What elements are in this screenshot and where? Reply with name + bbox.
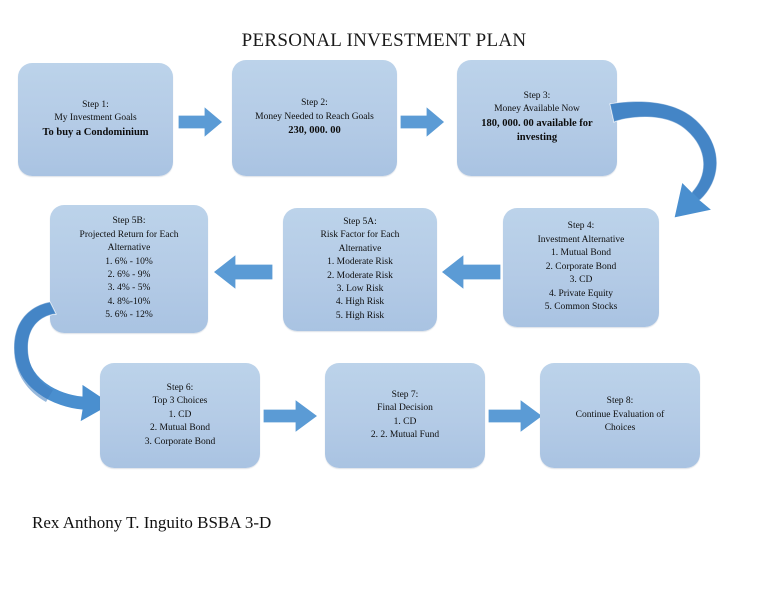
step-6-item-2: 2. Mutual Bond <box>150 423 210 434</box>
step-5a-item-1: 1. Moderate Risk <box>327 257 393 268</box>
step-5a-subheading-line-1: Risk Factor for Each <box>320 230 400 241</box>
step-5a-heading: Step 5A: <box>343 216 377 227</box>
flow-node-step-4[interactable]: Step 4: Investment Alternative 1. Mutual… <box>503 208 659 327</box>
step-5b-item-2: 2. 6% - 9% <box>107 270 151 280</box>
curved-arrow-down-icon-step3-to-step4 <box>608 96 748 221</box>
step-7-item-1: 1. CD <box>393 416 417 427</box>
step-8-heading: Step 8: <box>606 396 634 407</box>
left-arrow-icon-step5a-to-step5b <box>212 252 274 292</box>
curved-arrow-right-icon-step5b-to-step6 <box>8 300 133 425</box>
step-6-subheading: Top 3 Choices <box>152 396 208 407</box>
step-8-subheading-line-2: Choices <box>604 423 636 434</box>
flow-node-step-5a[interactable]: Step 5A: Risk Factor for Each Alternativ… <box>283 208 437 331</box>
step-4-item-2: 2. Corporate Bond <box>545 261 617 272</box>
right-arrow-icon-step7-to-step8 <box>487 397 545 435</box>
page-title: PERSONAL INVESTMENT PLAN <box>241 30 527 51</box>
step-5a-subheading-line-2: Alternative <box>338 243 382 254</box>
step-5b-item-1: 1. 6% - 10% <box>105 256 153 267</box>
right-arrow-icon-step6-to-step7 <box>262 397 320 435</box>
author-footer: Rex Anthony T. Inguito BSBA 3-D <box>32 513 272 532</box>
flow-node-step-1[interactable]: Step 1: My Investment Goals To buy a Con… <box>18 63 173 176</box>
step-5b-subheading-line-1: Projected Return for Each <box>79 229 179 240</box>
step-7-subheading: Final Decision <box>377 403 433 414</box>
step-5a-item-4: 4. High Risk <box>335 297 385 308</box>
flow-node-step-8[interactable]: Step 8: Continue Evaluation of Choices <box>540 363 700 468</box>
step-2-emphasis: 230, 000. 00 <box>288 125 341 137</box>
step-1-subheading: My Investment Goals <box>54 113 137 124</box>
step-4-item-1: 1. Mutual Bond <box>551 248 611 259</box>
step-4-item-4: 4. Private Equity <box>548 288 614 299</box>
step-3-emphasis: 180, 000. 00 available for investing <box>481 117 593 144</box>
flow-node-step-5b[interactable]: Step 5B: Projected Return for Each Alter… <box>50 205 208 333</box>
step-4-heading: Step 4: <box>567 221 595 232</box>
flow-node-step-3[interactable]: Step 3: Money Available Now 180, 000. 00… <box>457 60 617 176</box>
step-5a-item-3: 3. Low Risk <box>336 283 384 294</box>
step-5b-subheading-line-2: Alternative <box>107 243 151 254</box>
step-5b-item-4: 4. 8%-10% <box>107 296 151 307</box>
step-7-heading: Step 7: <box>391 389 419 400</box>
flow-node-step-7[interactable]: Step 7: Final Decision 1. CD 2. 2. Mutua… <box>325 363 485 468</box>
step-1-emphasis: To buy a Condominium <box>42 126 149 138</box>
step-6-item-3: 3. Corporate Bond <box>144 436 216 447</box>
step-5b-item-5: 5. 6% - 12% <box>105 310 153 321</box>
step-5a-item-5: 5. High Risk <box>335 310 385 321</box>
step-5b-item-3: 3. 4% - 5% <box>107 283 151 294</box>
step-5a-item-2: 2. Moderate Risk <box>327 270 393 281</box>
step-5b-heading: Step 5B: <box>112 216 146 227</box>
flow-node-step-6[interactable]: Step 6: Top 3 Choices 1. CD 2. Mutual Bo… <box>100 363 260 468</box>
step-3-subheading: Money Available Now <box>494 104 580 115</box>
right-arrow-icon-step1-to-step2 <box>177 104 224 140</box>
right-arrow-icon-step2-to-step3 <box>399 104 446 140</box>
step-7-item-2: 2. 2. Mutual Fund <box>370 429 440 440</box>
step-6-item-1: 1. CD <box>168 409 192 420</box>
step-8-subheading-line-1: Continue Evaluation of <box>575 409 665 420</box>
step-4-item-5: 5. Common Stocks <box>544 302 618 313</box>
step-4-subheading: Investment Alternative <box>537 234 625 245</box>
step-2-heading: Step 2: <box>301 98 328 109</box>
left-arrow-icon-step4-to-step5a <box>440 252 502 292</box>
step-2-subheading: Money Needed to Reach Goals <box>255 111 374 122</box>
step-3-heading: Step 3: <box>523 90 551 101</box>
flow-node-step-2[interactable]: Step 2: Money Needed to Reach Goals 230,… <box>232 60 397 176</box>
step-1-heading: Step 1: <box>82 99 109 110</box>
step-4-item-3: 3. CD <box>569 275 593 286</box>
step-6-heading: Step 6: <box>166 382 194 393</box>
